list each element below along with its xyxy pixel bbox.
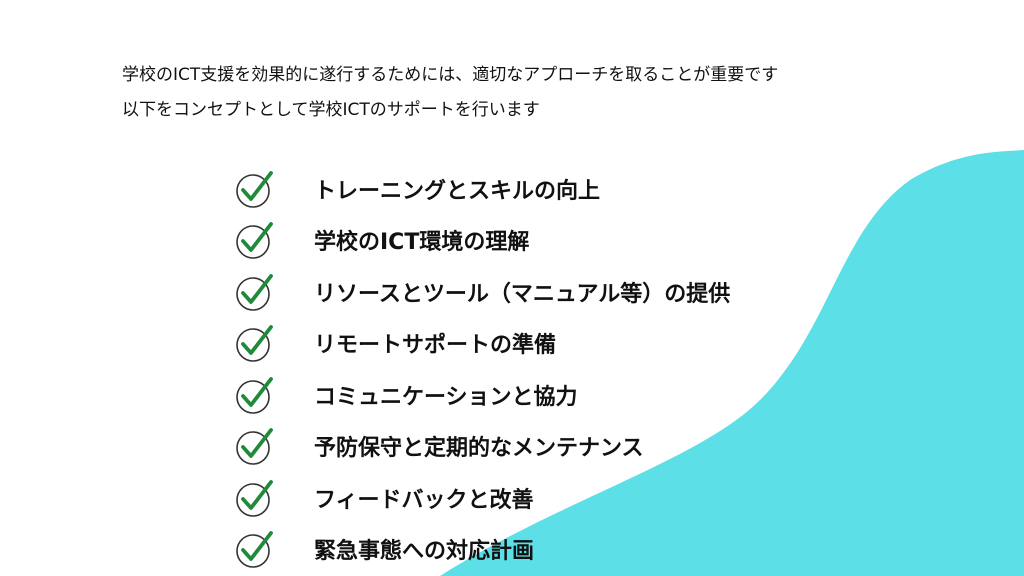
list-item: 緊急事態への対応計画 [233, 524, 730, 576]
list-item: コミュニケーションと協力 [233, 369, 730, 421]
list-item-label: リソースとツール（マニュアル等）の提供 [314, 281, 731, 307]
list-item-label: トレーニングとスキルの向上 [314, 178, 601, 204]
list-item: リモートサポートの準備 [233, 318, 730, 370]
check-circle-icon [236, 428, 273, 466]
list-item-label: 学校のICT環境の理解 [314, 230, 530, 256]
check-circle-icon [236, 273, 273, 311]
list-item: リソースとツール（マニュアル等）の提供 [233, 266, 730, 318]
check-circle-icon [236, 479, 273, 517]
list-item: トレーニングとスキルの向上 [233, 163, 730, 215]
check-circle-icon [236, 170, 273, 208]
list-item: 学校のICT環境の理解 [233, 215, 730, 267]
intro-text: 学校のICT支援を効果的に遂行するためには、適切なアプローチを取ることが重要です… [122, 58, 778, 128]
check-circle-icon [236, 222, 273, 260]
intro-line-2: 以下をコンセプトとして学校ICTのサポートを行います [122, 100, 540, 120]
check-circle-icon [236, 376, 273, 414]
list-item: 予防保守と定期的なメンテナンス [233, 421, 730, 473]
list-item-label: リモートサポートの準備 [314, 333, 557, 359]
check-circle-icon [236, 325, 273, 363]
list-item: フィードバックと改善 [233, 472, 730, 524]
list-item-label: コミュニケーションと協力 [314, 384, 578, 410]
list-item-label: 予防保守と定期的なメンテナンス [314, 436, 644, 462]
list-item-label: フィードバックと改善 [314, 487, 534, 513]
intro-line-1: 学校のICT支援を効果的に遂行するためには、適切なアプローチを取ることが重要です [122, 65, 779, 85]
list-item-label: 緊急事態への対応計画 [314, 539, 535, 565]
check-circle-icon [236, 531, 273, 569]
concept-list: トレーニングとスキルの向上 学校のICT環境の理解 リソースとツール（マニュアル… [233, 163, 730, 575]
